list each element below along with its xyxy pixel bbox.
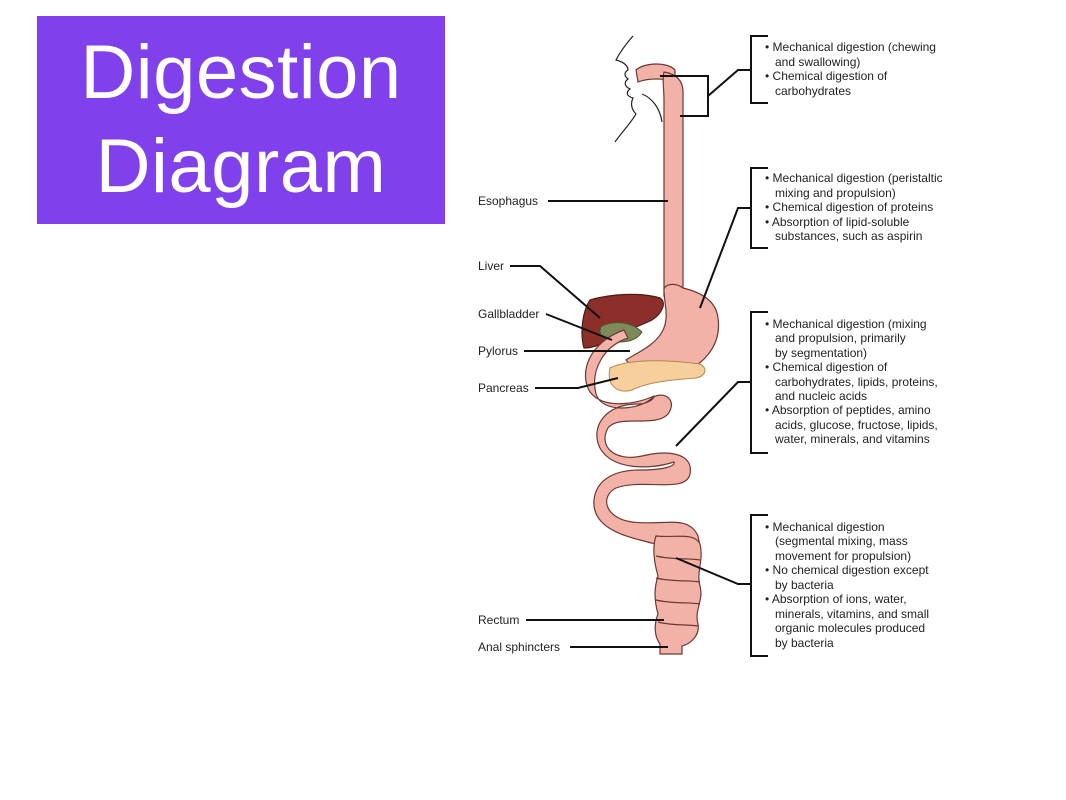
label-anal-sphincters: Anal sphincters bbox=[478, 640, 560, 654]
note-small-4: • Chemical digestion of bbox=[765, 360, 888, 374]
note-large-6: • Absorption of ions, water, bbox=[765, 592, 907, 606]
bracket-small-intestine bbox=[750, 311, 768, 454]
title-box: Digestion Diagram bbox=[37, 16, 445, 224]
large-intestine bbox=[653, 535, 702, 655]
bracket-stomach bbox=[750, 167, 768, 249]
note-small-2: and propulsion, primarily bbox=[775, 331, 906, 345]
note-large-1: • Mechanical digestion bbox=[765, 520, 885, 534]
note-small-1: • Mechanical digestion (mixing bbox=[765, 317, 927, 331]
note-mouth-1: • Mechanical digestion (chewing bbox=[765, 40, 936, 54]
title-line-2: Diagram bbox=[95, 124, 387, 209]
note-mouth-3: • Chemical digestion of bbox=[765, 69, 888, 83]
label-pancreas: Pancreas bbox=[478, 381, 529, 395]
bracket-large-intestine bbox=[750, 514, 768, 657]
jaw-line bbox=[641, 93, 663, 123]
head-profile bbox=[614, 35, 637, 143]
note-stomach-3: • Chemical digestion of proteins bbox=[765, 200, 933, 214]
leader-large-intestine bbox=[675, 557, 750, 585]
note-large-2: (segmental mixing, mass bbox=[775, 534, 908, 548]
pancreas bbox=[608, 360, 706, 392]
note-stomach-5: substances, such as aspirin bbox=[775, 229, 922, 243]
leader-small-intestine bbox=[675, 381, 750, 447]
note-small-5: carbohydrates, lipids, proteins, bbox=[775, 375, 938, 389]
note-small-8: acids, glucose, fructose, lipids, bbox=[775, 418, 938, 432]
label-pylorus: Pylorus bbox=[478, 344, 518, 358]
note-large-4: • No chemical digestion except bbox=[765, 563, 929, 577]
esophagus-tube bbox=[662, 71, 684, 297]
bracket-mouth bbox=[750, 35, 768, 104]
leader-gallbladder bbox=[545, 313, 613, 341]
note-large-5: by bacteria bbox=[775, 578, 834, 592]
leader-stomach bbox=[699, 207, 750, 309]
label-gallbladder: Gallbladder bbox=[478, 307, 539, 321]
note-small-6: and nucleic acids bbox=[775, 389, 867, 403]
label-esophagus: Esophagus bbox=[478, 194, 538, 208]
label-liver: Liver bbox=[478, 259, 504, 273]
note-stomach-2: mixing and propulsion) bbox=[775, 186, 896, 200]
note-small-7: • Absorption of peptides, amino bbox=[765, 403, 931, 417]
note-large-9: by bacteria bbox=[775, 636, 834, 650]
note-large-8: organic molecules produced bbox=[775, 621, 925, 635]
note-stomach-4: • Absorption of lipid-soluble bbox=[765, 215, 910, 229]
leader-mouth bbox=[707, 69, 750, 97]
title-line-1: Digestion bbox=[80, 30, 402, 115]
note-large-3: movement for propulsion) bbox=[775, 549, 911, 563]
note-stomach-1: • Mechanical digestion (peristaltic bbox=[765, 171, 943, 185]
note-large-7: minerals, vitamins, and small bbox=[775, 607, 929, 621]
leader-pancreas bbox=[535, 377, 619, 389]
note-mouth-2: and swallowing) bbox=[775, 55, 860, 69]
label-rectum: Rectum bbox=[478, 613, 519, 627]
leader-liver bbox=[510, 265, 601, 319]
note-small-3: by segmentation) bbox=[775, 346, 867, 360]
note-small-9: water, minerals, and vitamins bbox=[774, 432, 930, 446]
note-mouth-4: carbohydrates bbox=[775, 84, 851, 98]
